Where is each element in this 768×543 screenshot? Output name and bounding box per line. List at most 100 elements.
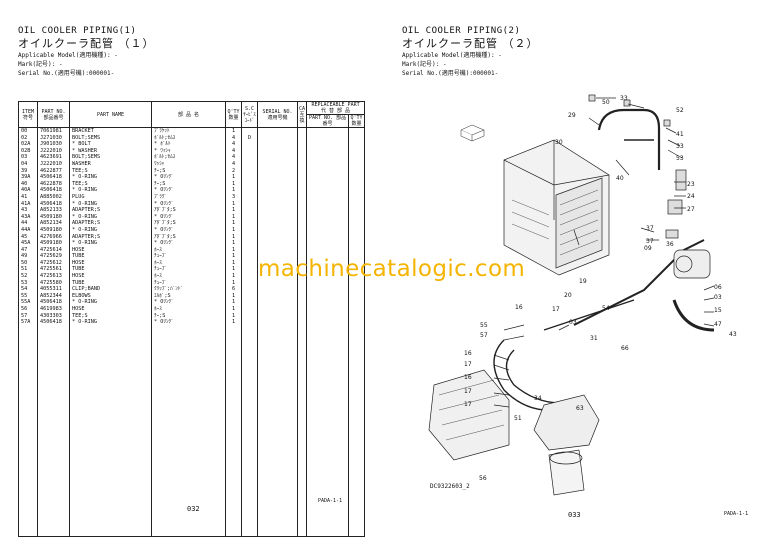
callout-55: 55 bbox=[480, 322, 488, 329]
watermark: machinecatalogic.com bbox=[258, 256, 526, 282]
rp-qty-cell bbox=[348, 292, 366, 300]
callout-63: 63 bbox=[576, 405, 584, 412]
serial-cell bbox=[257, 233, 298, 241]
callout-54: 54 bbox=[602, 305, 610, 312]
qty-cell: 4 bbox=[225, 160, 242, 168]
item-cell: 55 bbox=[18, 292, 38, 300]
rp-part-cell bbox=[306, 160, 350, 168]
rp-part-cell bbox=[306, 174, 350, 181]
callout-43: 43 bbox=[729, 331, 737, 338]
serial-cell bbox=[257, 134, 298, 142]
rp-qty-cell bbox=[348, 246, 366, 254]
rp-part-cell bbox=[306, 134, 350, 142]
part-name-cell: ADAPTER;S bbox=[69, 233, 152, 241]
rp-qty-cell bbox=[348, 207, 366, 214]
callout-06: 06 bbox=[714, 284, 722, 291]
rp-qty-cell bbox=[348, 160, 366, 168]
part-no-cell: 4303303 bbox=[37, 312, 70, 320]
callout-41: 41 bbox=[676, 131, 684, 138]
callout-23: 23 bbox=[687, 181, 695, 188]
jp-name-cell: ﾎｰｽ bbox=[151, 246, 226, 254]
ca-cell bbox=[296, 141, 308, 148]
qty-cell: 1 bbox=[225, 299, 242, 307]
ca-cell bbox=[296, 253, 308, 260]
left-page: OIL COOLER PIPING(1) オイルクーラ配管 （１） Applic… bbox=[18, 26, 366, 537]
callout-56: 56 bbox=[479, 475, 487, 482]
rp-qty-cell bbox=[348, 127, 366, 135]
left-page-number: 032 bbox=[187, 505, 200, 513]
serial-cell bbox=[257, 319, 298, 326]
ca-cell bbox=[296, 154, 308, 161]
ca-cell bbox=[296, 207, 308, 214]
sc-cell bbox=[241, 240, 258, 247]
serial-cell bbox=[257, 174, 298, 181]
jp-name-cell: ﾁｰ;S bbox=[151, 312, 226, 320]
qty-cell: 1 bbox=[225, 306, 242, 313]
callout-27: 27 bbox=[687, 206, 695, 213]
item-cell: 44 bbox=[18, 220, 38, 227]
ca-cell bbox=[296, 193, 308, 201]
sc-cell bbox=[241, 141, 258, 148]
callout-52: 52 bbox=[676, 107, 684, 114]
callout-19: 19 bbox=[579, 278, 587, 285]
elbow-hose bbox=[672, 299, 715, 332]
jp-name-cell: * Oﾘﾝｸﾞ bbox=[151, 174, 226, 181]
serial-cell bbox=[257, 154, 298, 161]
qty-cell: 1 bbox=[225, 187, 242, 194]
qty-cell: 1 bbox=[225, 174, 242, 181]
sc-cell bbox=[241, 200, 258, 208]
item-cell: 43 bbox=[18, 207, 38, 214]
serial-cell bbox=[257, 220, 298, 227]
jp-name-cell: * Oﾘﾝｸﾞ bbox=[151, 240, 226, 247]
qty-cell: 6 bbox=[225, 286, 242, 293]
serial-range: Serial No.(適用号機):000001- bbox=[402, 70, 499, 77]
ca-cell bbox=[296, 127, 308, 135]
jp-name-cell: ｱﾀﾞﾌﾟﾀ;S bbox=[151, 207, 226, 214]
part-no-cell: 4619983 bbox=[37, 306, 70, 313]
callout-17d: 17 bbox=[464, 401, 472, 408]
filler-cell bbox=[225, 325, 242, 537]
jp-name-cell: ｱﾀﾞﾌﾟﾀ;S bbox=[151, 220, 226, 227]
jp-name-cell: ﾎﾞﾙﾄ;ｾﾑｽ bbox=[151, 154, 226, 161]
item-cell: 45 bbox=[18, 233, 38, 241]
jp-name-cell: ﾎｰｽ bbox=[151, 306, 226, 313]
item-cell: 57A bbox=[18, 319, 38, 326]
ca-cell bbox=[296, 200, 308, 208]
callout-30: 30 bbox=[555, 139, 563, 146]
sc-cell bbox=[241, 319, 258, 326]
ca-cell bbox=[296, 240, 308, 247]
ca-cell bbox=[296, 233, 308, 241]
radiator-core bbox=[555, 177, 603, 269]
sc-cell bbox=[241, 306, 258, 313]
item-cell: 02A bbox=[18, 141, 38, 148]
ca-cell bbox=[296, 174, 308, 181]
item-cell: 04 bbox=[18, 160, 38, 168]
rp-qty-cell bbox=[348, 220, 366, 227]
sc-cell bbox=[241, 312, 258, 320]
part-name-cell: ELBOWS bbox=[69, 292, 152, 300]
part-name-cell: TEE;S bbox=[69, 312, 152, 320]
serial-cell bbox=[257, 180, 298, 188]
ca-cell bbox=[296, 134, 308, 142]
jp-name-cell: ﾁｰ;S bbox=[151, 180, 226, 188]
jp-name-cell: ｴﾙﾎﾞ;S bbox=[151, 292, 226, 300]
serial-cell bbox=[257, 240, 298, 247]
item-cell: 45A bbox=[18, 240, 38, 247]
rp-part-cell bbox=[306, 127, 350, 135]
table-header: ITEM 符号 PART NO. 部品番号 PART NAME 部 品 名 Q'… bbox=[18, 101, 366, 128]
serial-cell bbox=[257, 141, 298, 148]
ca-cell bbox=[296, 279, 308, 287]
right-title-en: OIL COOLER PIPING(2) bbox=[402, 26, 521, 36]
rp-qty-cell bbox=[348, 306, 366, 313]
